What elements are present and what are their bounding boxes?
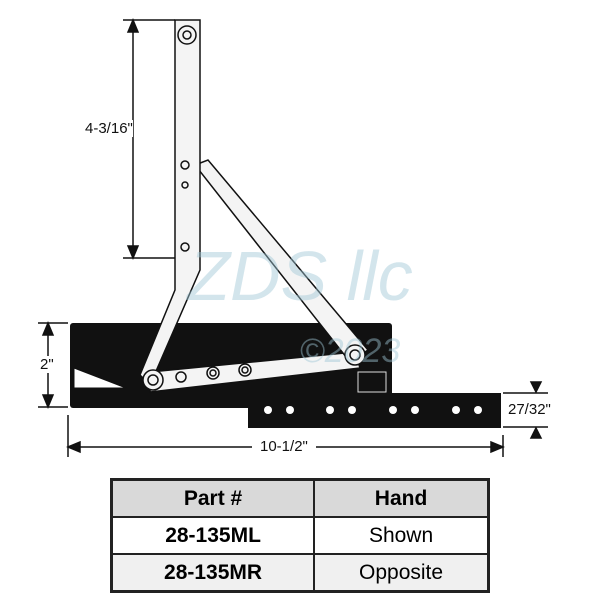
part-number: 28-135MR [110, 553, 316, 593]
part-number: 28-135ML [110, 516, 316, 555]
mounting-plate [248, 393, 501, 428]
hand: Opposite [313, 553, 490, 593]
header-part: Part # [110, 478, 316, 518]
track-slot [357, 371, 387, 393]
plate-holes [264, 406, 482, 414]
header-hand: Hand [313, 478, 490, 518]
overall-length-label: 10-1/2" [252, 438, 316, 455]
watermark-year: ©2023 [300, 332, 401, 370]
parts-table: Part # Hand 28-135ML Shown 28-135MR Oppo… [110, 478, 490, 593]
track-height-label: 2" [40, 356, 54, 373]
hand: Shown [313, 516, 490, 555]
table-row: 28-135ML Shown [110, 516, 490, 555]
table-header: Part # Hand [110, 478, 490, 518]
track-stop [73, 367, 127, 389]
arm-length-label: 4-3/16" [85, 120, 133, 137]
hinge-arms [139, 19, 370, 393]
table-row: 28-135MR Opposite [110, 553, 490, 593]
watermark: ZDS llc [185, 237, 413, 315]
plate-width-label: 27/32" [508, 401, 551, 418]
